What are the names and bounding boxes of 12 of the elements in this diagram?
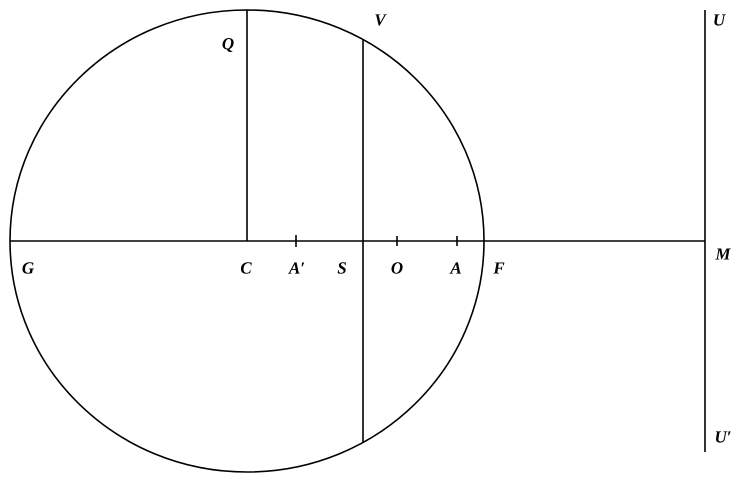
point-label: U′ bbox=[716, 431, 731, 443]
point-label: A bbox=[449, 262, 461, 274]
point-label: O bbox=[392, 262, 403, 274]
point-label: F bbox=[493, 262, 504, 274]
point-label: C bbox=[240, 262, 252, 274]
point-label: G bbox=[22, 262, 34, 274]
point-label: U bbox=[714, 14, 726, 26]
point-label: A′ bbox=[288, 262, 304, 274]
point-label: Q bbox=[222, 38, 234, 52]
point-label: M bbox=[715, 248, 731, 260]
point-label: S bbox=[338, 262, 346, 274]
point-label: V bbox=[375, 14, 387, 26]
